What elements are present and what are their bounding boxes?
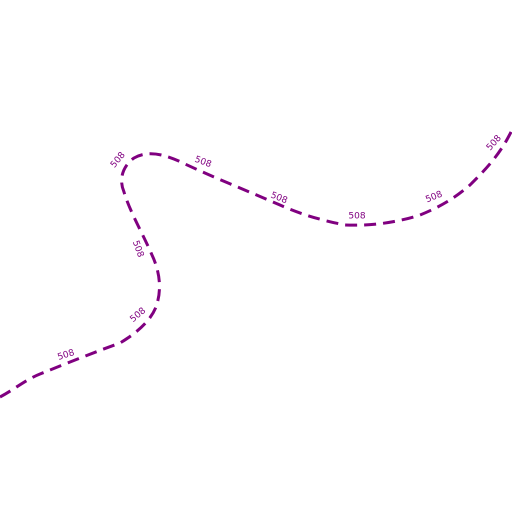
- route-label: 508: [129, 306, 149, 325]
- route-label: 508: [348, 212, 365, 222]
- route-label: 508: [130, 239, 145, 259]
- route-508-line[interactable]: [0, 129, 512, 399]
- route-label: 508: [424, 190, 444, 206]
